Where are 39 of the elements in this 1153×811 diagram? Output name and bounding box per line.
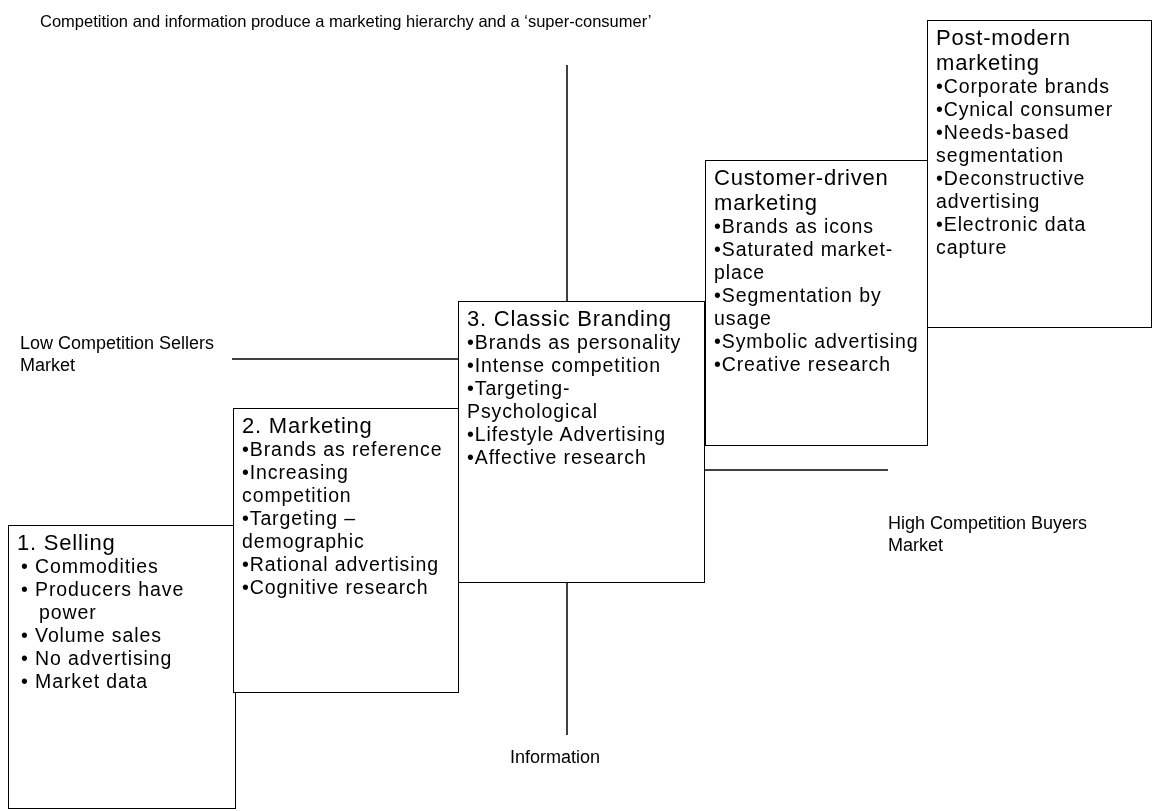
stage-heading: Customer-driven marketing xyxy=(714,165,890,215)
bullet-item: •Corporate brands xyxy=(936,75,1111,98)
bullet-item: •Brands as icons xyxy=(714,215,875,238)
bullet-item: •Symbolic advertising xyxy=(714,330,919,353)
bullet-item: •Creative research xyxy=(714,353,892,376)
bullet-item: • Market data xyxy=(20,670,149,693)
bullet-item: •Targeting – demographic xyxy=(242,507,366,553)
bullet-item: •Lifestyle Advertising xyxy=(467,423,667,446)
bullet-item: •Brands as reference xyxy=(242,438,444,461)
stage-box xyxy=(458,301,705,583)
bullet-item: •Cognitive research xyxy=(242,576,430,599)
stage-heading: 1. Selling xyxy=(17,530,117,555)
bullet-item: • Commodities xyxy=(20,555,160,578)
bullet-item: • Volume sales xyxy=(20,624,163,647)
bullet-item: •Electronic data capture xyxy=(936,213,1088,259)
stage-heading: Post-modern marketing xyxy=(936,25,1072,75)
axis-label: Information xyxy=(510,746,602,768)
stage-heading: 3. Classic Branding xyxy=(467,306,673,331)
bullet-item: •Needs-based segmentation xyxy=(936,121,1071,167)
stage-box xyxy=(705,160,928,446)
stage-box xyxy=(233,408,459,693)
stage-box xyxy=(927,20,1152,328)
bullet-item: •Saturated market-place xyxy=(714,238,895,284)
bullet-item: • Producers have power xyxy=(20,578,186,624)
bullet-item: •Deconstructive advertising xyxy=(936,167,1087,213)
bullet-item: •Cynical consumer xyxy=(936,98,1115,121)
stage-heading: 2. Marketing xyxy=(242,413,374,438)
bullet-item: •Rational advertising xyxy=(242,553,440,576)
bullet-item: •Brands as personality xyxy=(467,331,683,354)
axis-label: Low Competition Sellers Market xyxy=(20,332,216,376)
bullet-item: •Targeting-Psychological xyxy=(467,377,599,423)
title: Competition and information produce a marketing hierarchy and a ‘super-consumer’ xyxy=(40,11,652,32)
bullet-item: • No advertising xyxy=(20,647,174,670)
bullet-item: •Intense competition xyxy=(467,354,662,377)
bullet-item: •Increasing competition xyxy=(242,461,353,507)
bullet-item: •Affective research xyxy=(467,446,648,469)
axis-label: High Competition Buyers Market xyxy=(888,512,1089,556)
stage-box xyxy=(8,525,236,809)
bullet-item: •Segmentation by usage xyxy=(714,284,883,330)
